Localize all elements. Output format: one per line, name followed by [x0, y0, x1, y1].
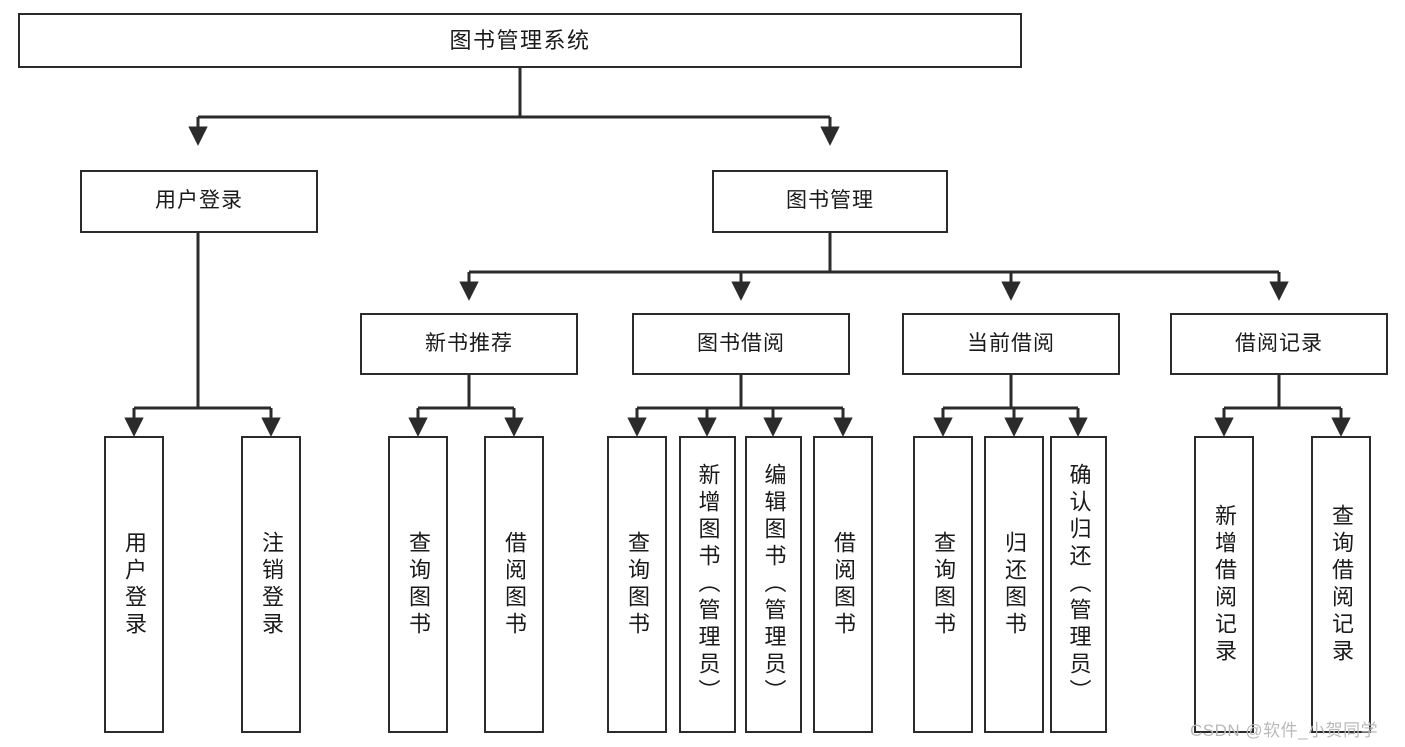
node-borrow-record[interactable]: 借阅记录: [1170, 313, 1388, 375]
node-leaf-query-record-label: 查询借阅记录: [1329, 503, 1354, 666]
node-leaf-confirm-return[interactable]: 确认归还（管理员）: [1050, 436, 1107, 733]
node-book-borrow[interactable]: 图书借阅: [632, 313, 850, 375]
node-new-book-rec[interactable]: 新书推荐: [360, 313, 578, 375]
node-leaf-return-book[interactable]: 归还图书: [984, 436, 1044, 733]
node-leaf-query-book-1-label: 查询图书: [406, 530, 431, 639]
node-leaf-borrow-book-2[interactable]: 借阅图书: [813, 436, 873, 733]
node-book-manage[interactable]: 图书管理: [712, 170, 948, 233]
node-leaf-query-book-3-label: 查询图书: [931, 530, 956, 639]
node-leaf-user-login[interactable]: 用户登录: [104, 436, 164, 733]
node-root[interactable]: 图书管理系统: [18, 13, 1022, 68]
node-leaf-query-book-1[interactable]: 查询图书: [388, 436, 448, 733]
node-leaf-borrow-book-1[interactable]: 借阅图书: [484, 436, 544, 733]
node-leaf-query-book-2-label: 查询图书: [625, 530, 650, 639]
node-leaf-user-login-label: 用户登录: [122, 530, 147, 639]
node-leaf-query-book-3[interactable]: 查询图书: [913, 436, 973, 733]
node-book-borrow-label: 图书借阅: [697, 331, 785, 355]
watermark: CSDN @软件_小贺同学: [1190, 721, 1379, 740]
node-root-label: 图书管理系统: [449, 27, 591, 53]
node-leaf-confirm-return-label: 确认归还（管理员）: [1066, 463, 1092, 706]
node-borrow-record-label: 借阅记录: [1235, 331, 1323, 355]
node-leaf-logout[interactable]: 注销登录: [241, 436, 301, 733]
node-leaf-query-record[interactable]: 查询借阅记录: [1311, 436, 1371, 733]
node-leaf-edit-book[interactable]: 编辑图书（管理员）: [745, 436, 802, 733]
node-leaf-add-record[interactable]: 新增借阅记录: [1194, 436, 1254, 733]
node-leaf-add-book-label: 新增图书（管理员）: [695, 463, 721, 706]
node-leaf-borrow-book-1-label: 借阅图书: [502, 530, 527, 639]
node-leaf-query-book-2[interactable]: 查询图书: [607, 436, 667, 733]
node-current-borrow[interactable]: 当前借阅: [902, 313, 1120, 375]
node-leaf-add-book[interactable]: 新增图书（管理员）: [679, 436, 736, 733]
node-leaf-borrow-book-2-label: 借阅图书: [831, 530, 856, 639]
node-user-login-label: 用户登录: [155, 189, 243, 213]
node-leaf-add-record-label: 新增借阅记录: [1212, 503, 1237, 666]
node-leaf-return-book-label: 归还图书: [1002, 530, 1027, 639]
node-new-book-rec-label: 新书推荐: [425, 331, 513, 355]
node-user-login[interactable]: 用户登录: [80, 170, 318, 233]
node-current-borrow-label: 当前借阅: [967, 331, 1055, 355]
node-leaf-logout-label: 注销登录: [259, 530, 284, 639]
node-book-manage-label: 图书管理: [786, 189, 874, 213]
node-leaf-edit-book-label: 编辑图书（管理员）: [761, 463, 787, 706]
